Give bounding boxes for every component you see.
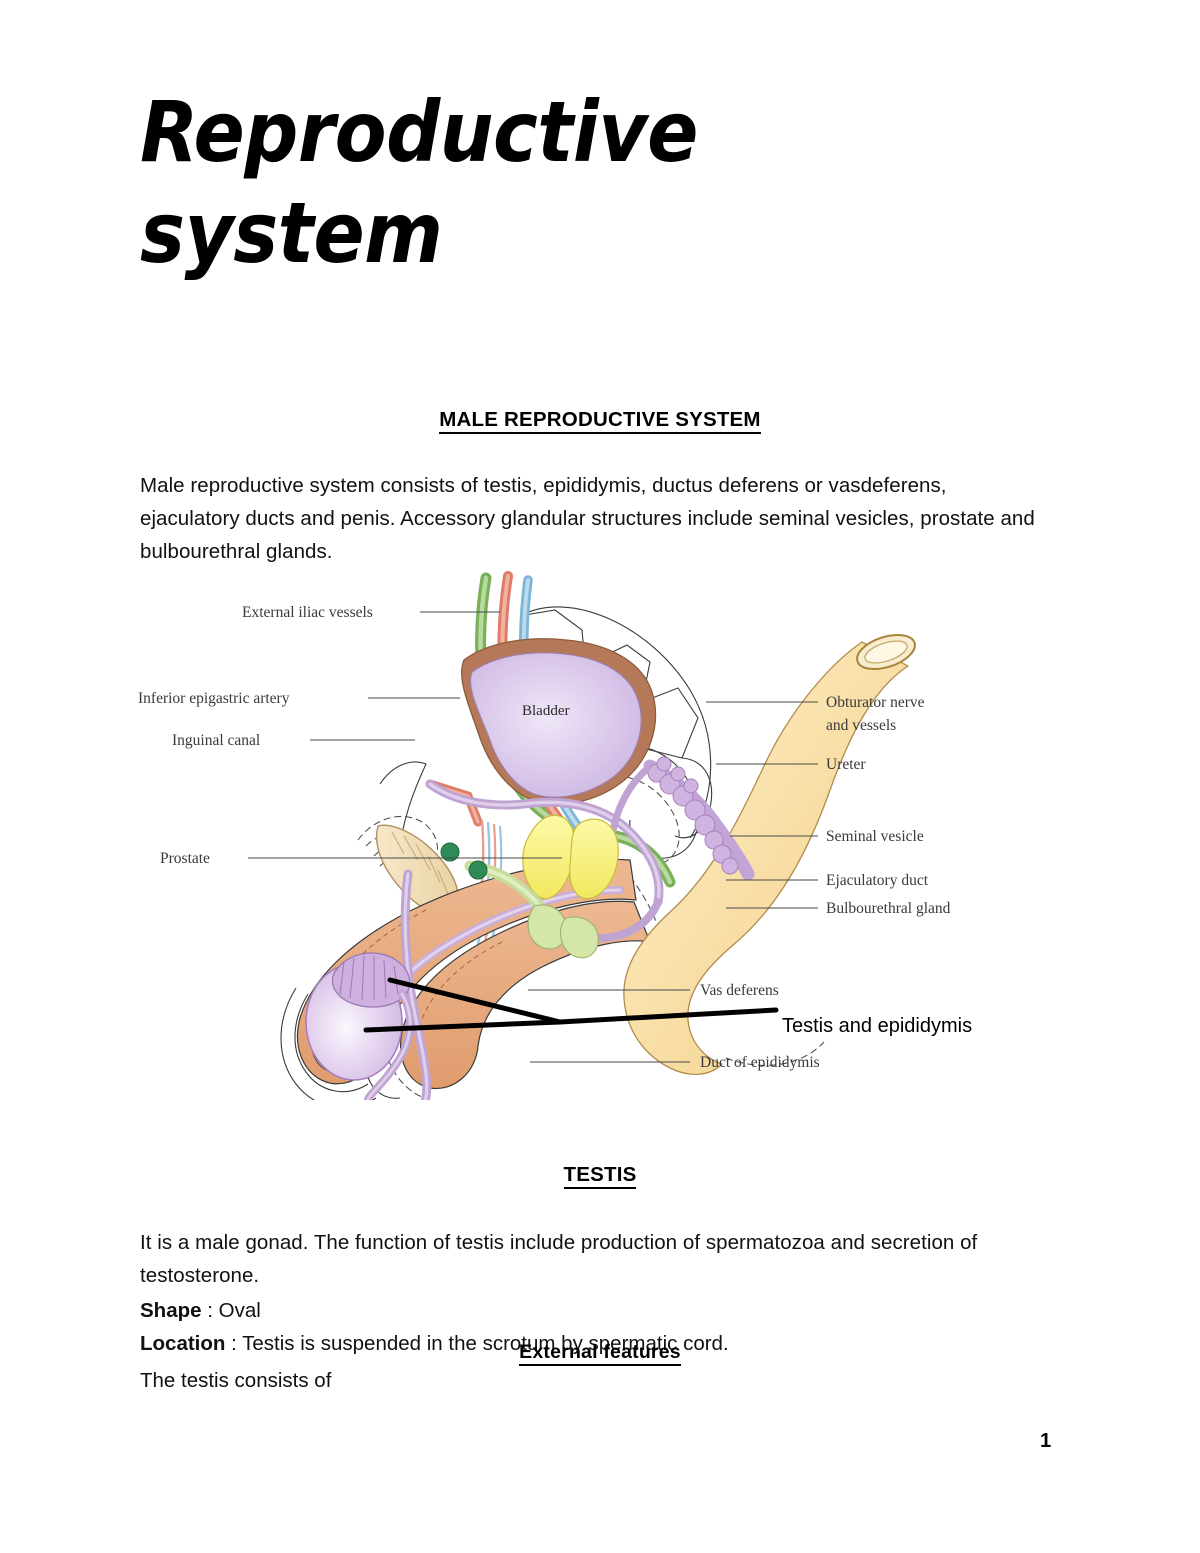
heading-male-text: MALE REPRODUCTIVE SYSTEM [439,408,761,434]
heading-male-reproductive-system: MALE REPRODUCTIVE SYSTEM [0,408,1200,434]
label-location: Location [140,1332,226,1355]
figure-label-bulbourethral-gland: Bulbourethral gland [826,900,951,917]
line-location: Location : Testis is suspended in the sc… [140,1330,729,1358]
seminal-vesicle-artwork [608,756,755,881]
heading-external-features-text: External features [519,1341,681,1366]
prostate-artwork [440,814,619,959]
figure-label-ejaculatory-duct: Ejaculatory duct [826,872,929,889]
rectum-artwork [623,633,916,1075]
page-title: Reproductive system [140,83,698,282]
figure-label-obturator-nerve: Obturator nerve [826,694,925,711]
bladder-artwork [460,638,657,805]
paragraph-intro: Male reproductive system consists of tes… [140,474,1035,563]
testis-artwork [305,952,415,1100]
heading-testis: TESTIS [0,1163,1200,1189]
figure-label-testis-and-epididymis: Testis and epididymis [782,1015,972,1037]
male-reproductive-system-diagram: External iliac vessels Inferior epigastr… [130,570,1070,1100]
value-shape: : Oval [201,1299,261,1322]
line-shape: Shape : Oval [140,1297,261,1325]
figure-label-seminal-vesicle: Seminal vesicle [826,828,924,845]
paragraph-testis-function: It is a male gonad. The function of test… [140,1231,978,1287]
figure-label-duct-of-epididymis: Duct of epididymis [700,1054,820,1071]
figure-label-inguinal-canal: Inguinal canal [172,732,260,749]
heading-external-features: External features [0,1341,1200,1366]
figure-label-vas-deferens: Vas deferens [700,982,779,999]
figure-label-bladder: Bladder [522,703,569,719]
value-location: : Testis is suspended in the scrotum by … [225,1332,729,1355]
figure-label-prostate: Prostate [160,850,210,867]
label-shape: Shape [140,1299,202,1322]
leader-lines [248,611,818,1063]
line-testis-consists: The testis consists of [140,1369,332,1392]
heading-testis-text: TESTIS [563,1163,637,1189]
figure-label-ureter: Ureter [826,756,866,773]
vas-deferens-artwork [400,779,664,1100]
page-number: 1 [1040,1430,1052,1452]
figure-label-inferior-epigastric-artery: Inferior epigastric artery [138,690,290,707]
figure-label-obturator-vessels: and vessels [826,717,896,734]
figure-label-external-iliac-vessels: External iliac vessels [242,604,373,621]
